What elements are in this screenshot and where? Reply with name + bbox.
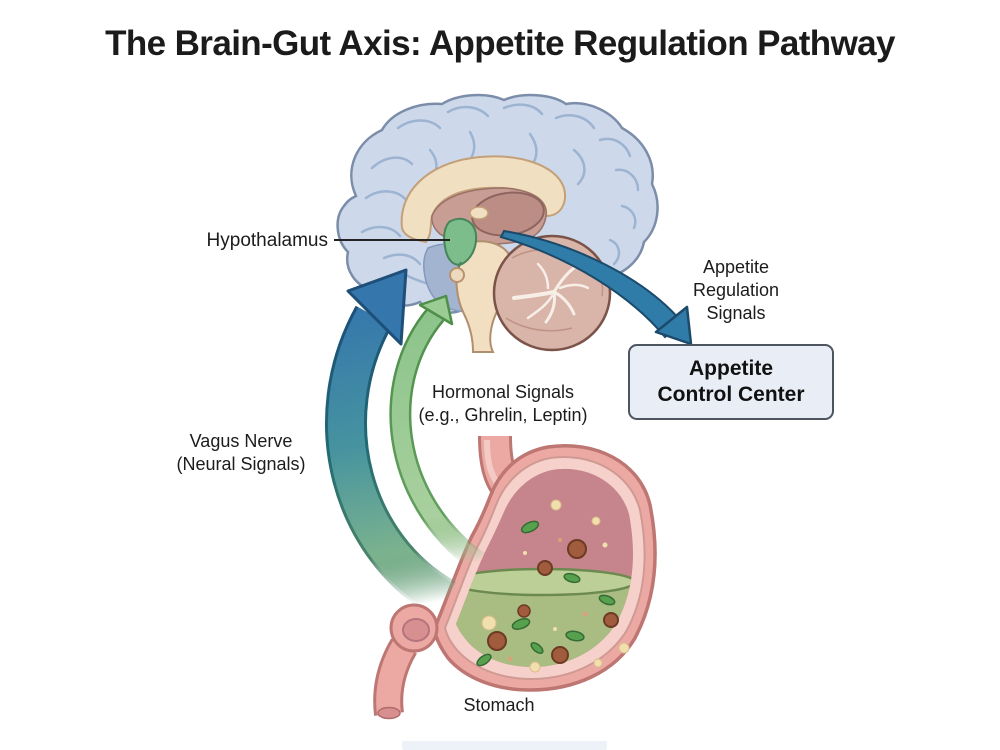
appetite-signals-arrow bbox=[499, 229, 693, 346]
vagus-nerve-arrow bbox=[325, 268, 457, 619]
hormonal-signals-arrow bbox=[389, 294, 485, 571]
bottom-edge-artifact bbox=[402, 741, 607, 750]
food-particles-upper bbox=[520, 499, 608, 584]
stomach-label: Stomach bbox=[463, 695, 535, 715]
food-particles-chyme bbox=[476, 594, 630, 673]
diagram-title: The Brain-Gut Axis: Appetite Regulation … bbox=[105, 24, 895, 63]
vagus-nerve-label: Vagus Nerve (Neural Signals) bbox=[176, 431, 306, 475]
arbor-vitae bbox=[512, 262, 590, 324]
appetite-regulation-signals-label: Appetite Regulation Signals bbox=[692, 257, 780, 324]
pituitary-gland bbox=[449, 267, 465, 283]
hormonal-signals-label: Hormonal Signals (e.g., Ghrelin, Leptin) bbox=[418, 382, 588, 426]
hormonal-arrowhead bbox=[418, 294, 454, 326]
vagus-arrowhead bbox=[346, 268, 408, 346]
pyloric-sphincter bbox=[389, 603, 439, 653]
hypothalamus-region bbox=[443, 217, 478, 266]
duodenum bbox=[373, 638, 418, 720]
hypothalamus-label: Hypothalamus bbox=[206, 230, 328, 251]
brain-ventricle bbox=[469, 206, 489, 220]
appetite-signals-arrowhead bbox=[654, 305, 693, 346]
stomach-illustration bbox=[373, 435, 657, 720]
appetite-control-center-box: Appetite Control Center bbox=[628, 344, 834, 420]
